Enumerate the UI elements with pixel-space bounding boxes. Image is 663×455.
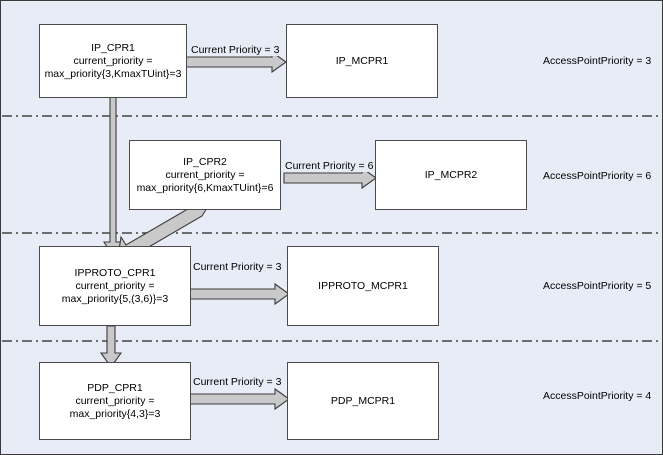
arrow-ip-cpr1-to-ip-mcpr1 [185,50,287,74]
edge-label-ip-cpr1-to-ip-mcpr1: Current Priority = 3 [190,44,281,56]
node-ipproto-cpr1-line-1: current_priority = [75,279,155,292]
band-label-access-point-priority-4: AccessPointPriority = 4 [543,390,652,402]
node-ip-cpr1-line-0: IP_CPR1 [91,41,135,54]
node-ip-cpr1-line-1: current_priority = [73,54,153,67]
node-ip-mcpr1[interactable]: IP_MCPR1 [286,24,438,98]
band-label-access-point-priority-1: AccessPointPriority = 3 [543,55,652,67]
node-ip-cpr1-line-2: max_priority{3,KmaxTUint}=3 [44,67,182,80]
node-ip-cpr1[interactable]: IP_CPR1 current_priority = max_priority{… [39,24,187,98]
arrow-ip-cpr2-to-ip-mcpr2 [283,166,377,190]
node-pdp-cpr1[interactable]: PDP_CPR1 current_priority = max_priority… [39,362,191,440]
node-ip-cpr2-line-2: max_priority{6,KmaxTUint}=6 [136,181,274,194]
arrow-ipproto-cpr1-to-pdp-cpr1 [99,325,123,368]
node-ip-mcpr1-line-0: IP_MCPR1 [335,54,389,67]
node-ipproto-mcpr1-line-0: IPPROTO_MCPR1 [318,279,408,292]
edge-label-ipproto-cpr1-to-ipproto-mcpr1: Current Priority = 3 [192,261,283,273]
node-ipproto-cpr1[interactable]: IPPROTO_CPR1 current_priority = max_prio… [39,246,191,326]
edge-label-ip-cpr2-to-ip-mcpr2: Current Priority = 6 [284,160,375,172]
node-ipproto-mcpr1[interactable]: IPPROTO_MCPR1 [287,246,439,326]
node-pdp-mcpr1-line-0: PDP_MCPR1 [330,394,396,407]
arrow-pdp-cpr1-to-pdp-mcpr1 [185,387,290,411]
node-pdp-cpr1-line-0: PDP_CPR1 [87,381,143,394]
edge-label-pdp-cpr1-to-pdp-mcpr1: Current Priority = 3 [192,376,283,388]
node-ip-cpr2-line-0: IP_CPR2 [183,155,227,168]
arrow-ip-cpr1-to-ipproto-cpr1 [102,96,124,258]
node-pdp-mcpr1[interactable]: PDP_MCPR1 [287,362,439,440]
band-label-access-point-priority-2: AccessPointPriority = 6 [543,170,652,182]
node-pdp-cpr1-line-1: current_priority = [75,394,155,407]
node-ipproto-cpr1-line-0: IPPROTO_CPR1 [74,266,156,279]
node-ip-mcpr2[interactable]: IP_MCPR2 [375,140,527,210]
node-ip-cpr2[interactable]: IP_CPR2 current_priority = max_priority{… [129,140,281,210]
node-ipproto-cpr1-line-2: max_priority{5,(3,6)}=3 [61,292,169,305]
node-ip-cpr2-line-1: current_priority = [165,168,245,181]
band-label-access-point-priority-3: AccessPointPriority = 5 [543,280,652,292]
node-ip-mcpr2-line-0: IP_MCPR2 [424,168,478,181]
node-pdp-cpr1-line-2: max_priority{4,3}=3 [69,407,161,420]
arrow-ipproto-cpr1-to-ipproto-mcpr1 [185,282,290,306]
